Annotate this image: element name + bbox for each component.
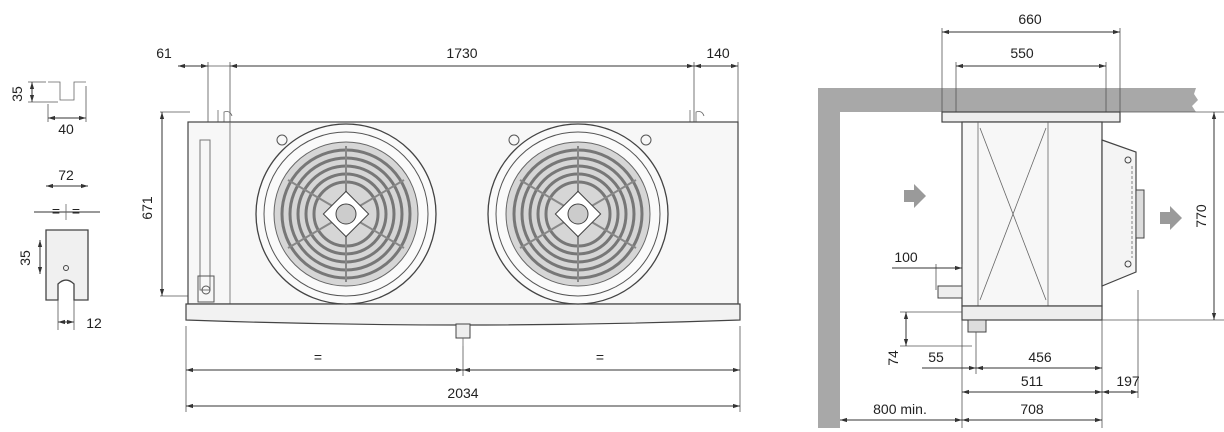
drip-tray [185,303,741,326]
mounting-plate [941,111,1121,123]
drain-connector [455,323,471,339]
side-body-depth-label: 511 [1021,373,1044,389]
side-drip-tray [961,305,1103,321]
bracket-plate [45,229,89,301]
fan-1 [255,123,437,305]
front-total-length-label: 2034 [447,385,478,401]
side-drain-offset-label: 100 [894,249,918,265]
side-view: 660 550 770 100 [818,11,1224,428]
bracket-width-label: 72 [58,167,74,183]
front-left-offset-label: 61 [156,45,172,61]
bracket-slot-label: 12 [86,315,102,331]
airflow-in-arrow [904,184,926,208]
drain-stub [937,285,963,299]
front-view: 61 1730 140 671 [139,45,741,412]
front-eq-left: = [314,349,322,365]
bracket-height-label: 35 [17,250,33,266]
airflow-out-arrow [1160,206,1182,230]
side-unit-body [961,121,1103,307]
side-fan-depth-label: 197 [1116,373,1140,389]
front-right-offset-label: 140 [706,45,730,61]
fan-2 [487,123,669,305]
bracket-eq-left: = [52,203,60,219]
profile-rail-detail: 35 40 [9,81,87,137]
side-wall-clearance-label: 800 min. [873,401,927,417]
front-height-label: 671 [139,196,155,220]
front-fan-span-label: 1730 [446,45,477,61]
side-coil-depth-label: 456 [1028,349,1052,365]
side-total-depth-label: 708 [1020,401,1044,417]
side-drain-height-label: 74 [885,350,901,366]
side-front-clearance-label: 55 [928,349,944,365]
bracket-eq-right: = [72,203,80,219]
bracket-detail: 72 = = 35 12 [17,167,102,331]
side-inner-width-label: 550 [1010,45,1034,61]
side-height-label: 770 [1193,204,1209,228]
rail-height-label: 35 [9,86,25,102]
rail-width-label: 40 [58,121,74,137]
side-outer-width-label: 660 [1018,11,1042,27]
fan-housing [1101,139,1137,287]
front-eq-right: = [596,349,604,365]
